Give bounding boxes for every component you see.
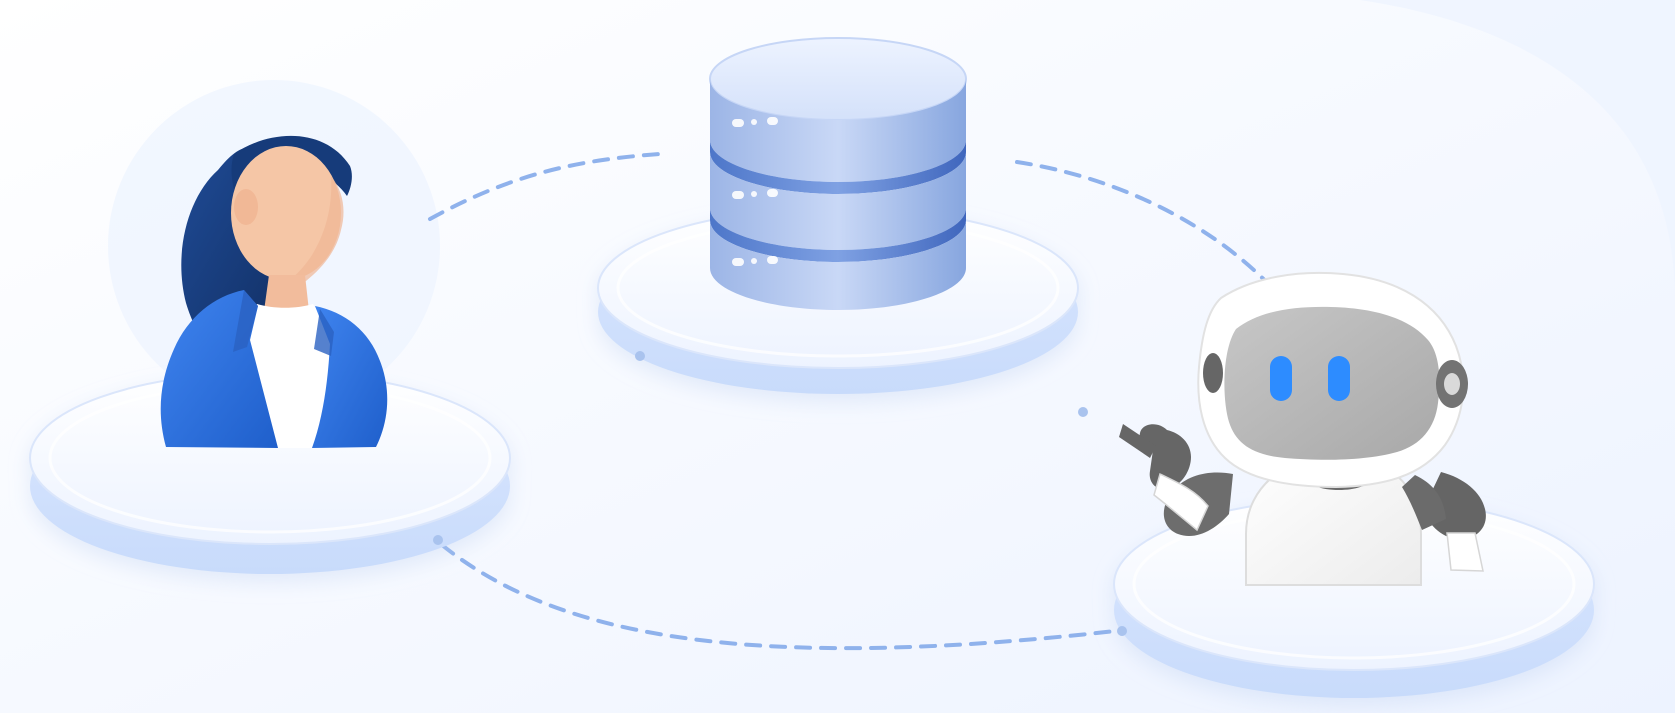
- background-arc: [1360, 0, 1675, 300]
- connector-person-robot: [440, 543, 1126, 651]
- connections-layer: [428, 152, 1278, 651]
- robot-icon: [1119, 271, 1486, 586]
- person-platform: [29, 371, 511, 574]
- connection-dot-2: [433, 535, 443, 545]
- connector-database-robot: [1015, 160, 1278, 294]
- connection-dot-1: [635, 351, 645, 361]
- database-icon: [709, 37, 967, 310]
- person-icon: [160, 135, 388, 448]
- connection-dot-4: [1078, 407, 1088, 417]
- database-status-lights: [732, 117, 778, 266]
- connector-person-database: [428, 152, 662, 221]
- connection-dots: [433, 351, 1127, 636]
- connection-dot-3: [1117, 626, 1127, 636]
- robot-right-eye: [1328, 356, 1350, 401]
- robot-left-eye: [1270, 356, 1292, 401]
